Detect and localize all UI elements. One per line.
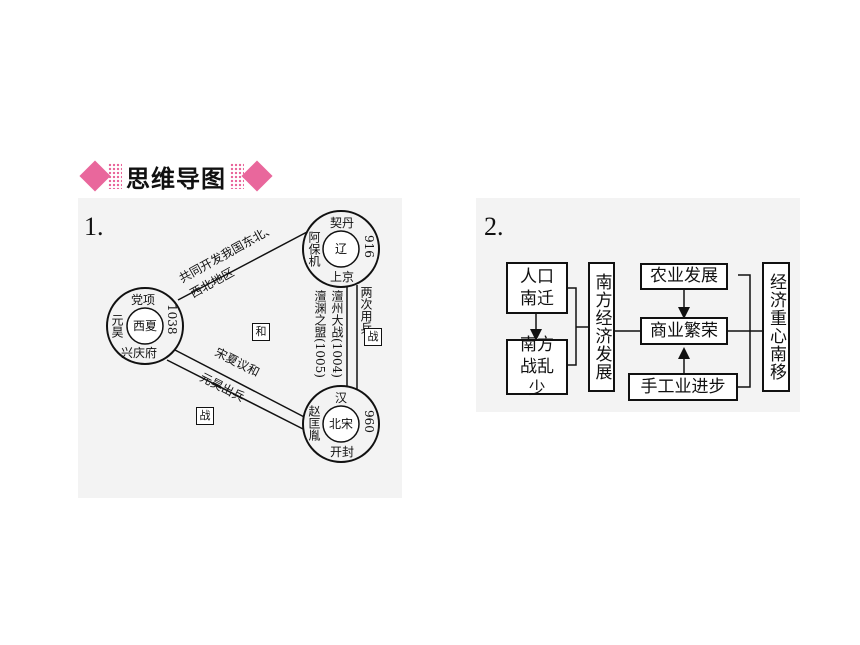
song-left-label: 赵匡胤: [307, 405, 321, 441]
edge-xixia-song-a: [174, 349, 311, 421]
liao-top-label: 契丹: [330, 216, 355, 230]
center-shift-label: 经济重心南移: [766, 273, 787, 381]
liao-year: 916: [362, 235, 376, 258]
war-label-bottom: 战: [196, 407, 214, 425]
song-inner-circle: [322, 405, 360, 443]
south-econ-label: 南方经济发展: [591, 273, 612, 381]
liao-inner-circle: [322, 230, 360, 268]
edge-xixia-liao-a: [177, 231, 308, 301]
war-label-right: 战: [364, 328, 382, 346]
liao-bottom-label: 上京: [330, 270, 355, 284]
mind-map-header: 思维导图: [79, 156, 273, 196]
liao-inner-label: 辽: [335, 242, 348, 256]
liao-left-label: 阿保机: [307, 231, 321, 267]
less-war-box: 南方战乱少: [506, 335, 568, 399]
xixia-inner-circle: [126, 307, 164, 345]
edge-right-label-b: 澶州大战(1004): [330, 290, 344, 378]
song-year: 960: [362, 410, 376, 433]
song-inner-label: 北宋: [329, 417, 354, 431]
commerce-box: 商业繁荣: [640, 317, 728, 345]
xixia-year: 1038: [165, 304, 179, 335]
bracket-left: [567, 287, 577, 366]
edge-right-label-a: 两次用兵: [359, 286, 373, 334]
dot-pattern-icon: [230, 163, 244, 189]
xixia-top-label: 党项: [131, 293, 156, 307]
edge-right-label-c: 澶渊之盟(1005): [313, 290, 327, 378]
diagram2-number: 2.: [484, 212, 504, 241]
song-top-label: 汉: [335, 391, 348, 405]
handicraft-box: 手工业进步: [628, 373, 738, 401]
edge-xixia-song-b: [166, 359, 306, 431]
xixia-inner-label: 西夏: [133, 319, 158, 333]
south-econ-box: 南方经济发展: [588, 262, 615, 392]
xixia-left-label: 元昊: [110, 314, 124, 338]
diagram1-number: 1.: [84, 212, 104, 241]
center-shift-box: 经济重心南移: [762, 262, 790, 392]
xixia-bottom-label: 兴庆府: [121, 346, 158, 360]
header-title: 思维导图: [126, 163, 226, 193]
agri-box: 农业发展: [640, 263, 728, 290]
migration-box: 人口南迁: [506, 262, 568, 314]
song-bottom-label: 开封: [330, 445, 355, 459]
peace-label: 和: [252, 323, 270, 341]
dot-pattern-icon: [108, 163, 122, 189]
